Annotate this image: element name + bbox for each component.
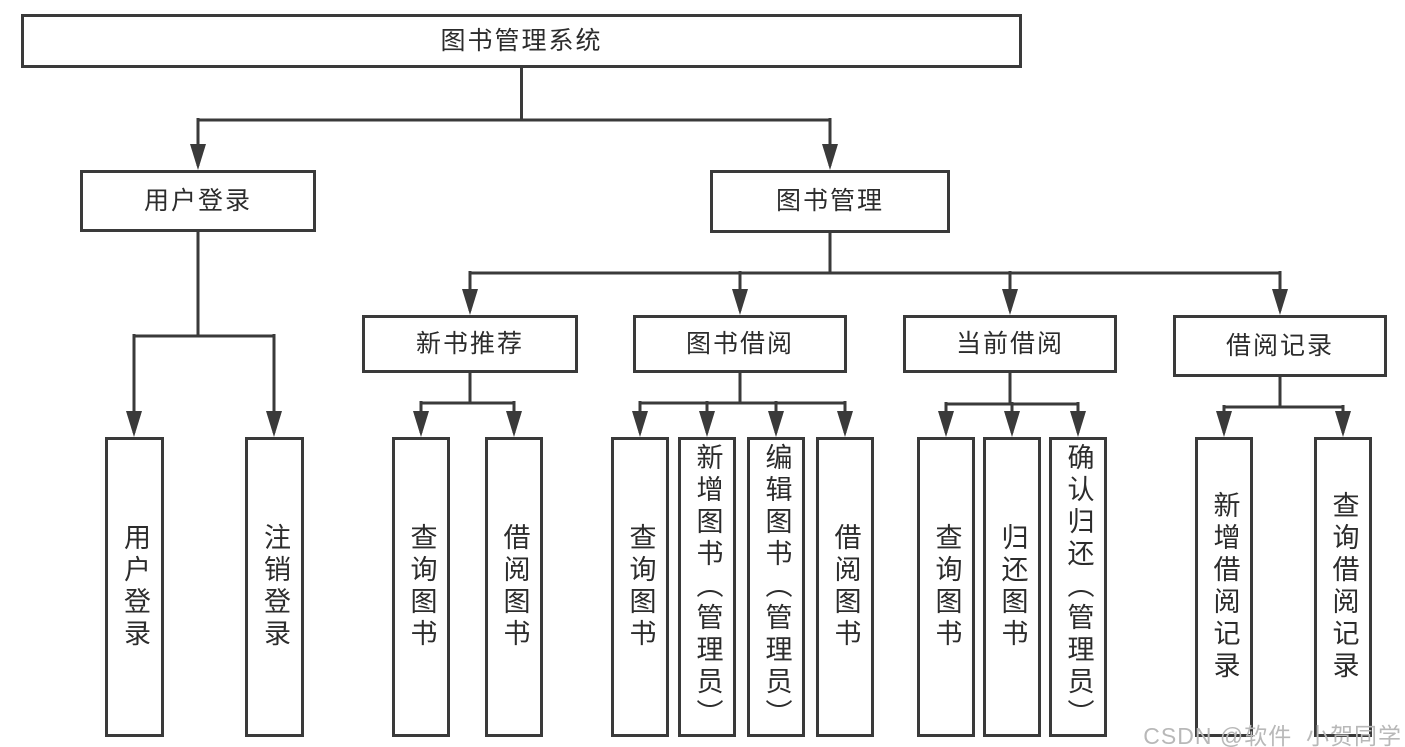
- leaf-confirm-return-admin: 确认归还（管理员）: [1049, 437, 1107, 737]
- leaf-user-login: 用户登录: [105, 437, 164, 737]
- leaf-user-login-label: 用户登录: [120, 523, 150, 651]
- node-book-borrow: 图书借阅: [633, 315, 847, 373]
- leaf-add-book-admin-label: 新增图书（管理员）: [692, 443, 723, 731]
- leaf-confirm-return-admin-label: 确认归还（管理员）: [1063, 443, 1094, 731]
- leaf-query-book-1: 查询图书: [392, 437, 450, 737]
- leaf-query-book-2: 查询图书: [611, 437, 669, 737]
- leaf-edit-book-admin-label: 编辑图书（管理员）: [761, 443, 792, 731]
- connector-root-to-level2: [190, 68, 838, 170]
- connector-new-book-children: [413, 373, 522, 437]
- leaf-borrow-book-2: 借阅图书: [816, 437, 874, 737]
- node-current-borrow-label: 当前借阅: [955, 329, 1064, 358]
- node-new-book-recommend: 新书推荐: [362, 315, 578, 373]
- connector-book-management-children: [462, 233, 1288, 315]
- node-borrow-record: 借阅记录: [1173, 315, 1387, 377]
- leaf-return-book-label: 归还图书: [997, 523, 1028, 651]
- leaf-edit-book-admin: 编辑图书（管理员）: [747, 437, 805, 737]
- node-current-borrow: 当前借阅: [903, 315, 1117, 373]
- leaf-query-borrow-record-label: 查询借阅记录: [1328, 491, 1359, 683]
- leaf-logout: 注销登录: [245, 437, 304, 737]
- leaf-add-book-admin: 新增图书（管理员）: [678, 437, 736, 737]
- node-user-login: 用户登录: [80, 170, 316, 232]
- node-book-borrow-label: 图书借阅: [685, 329, 794, 358]
- leaf-query-book-3-label: 查询图书: [931, 523, 962, 651]
- leaf-borrow-book-2-label: 借阅图书: [830, 523, 861, 651]
- leaf-add-borrow-record-label: 新增借阅记录: [1209, 491, 1240, 683]
- leaf-return-book: 归还图书: [983, 437, 1041, 737]
- node-user-login-label: 用户登录: [143, 186, 252, 215]
- connector-book-borrow-children: [632, 373, 853, 437]
- leaf-borrow-book-1: 借阅图书: [485, 437, 543, 737]
- leaf-query-book-1-label: 查询图书: [406, 523, 437, 651]
- connector-user-login-children: [126, 232, 282, 437]
- node-book-management-label: 图书管理: [775, 187, 884, 215]
- leaf-add-borrow-record: 新增借阅记录: [1195, 437, 1253, 737]
- node-book-management: 图书管理: [710, 170, 950, 233]
- leaf-query-book-2-label: 查询图书: [625, 523, 656, 651]
- node-borrow-record-label: 借阅记录: [1225, 331, 1334, 360]
- watermark: CSDN @软件_小贺同学: [1143, 723, 1402, 747]
- node-root-library-system: 图书管理系统: [21, 14, 1022, 68]
- connector-current-borrow-children: [938, 373, 1086, 437]
- connector-borrow-record-children: [1216, 377, 1351, 437]
- leaf-borrow-book-1-label: 借阅图书: [499, 523, 530, 651]
- leaf-query-borrow-record: 查询借阅记录: [1314, 437, 1372, 737]
- leaf-query-book-3: 查询图书: [917, 437, 975, 737]
- leaf-logout-label: 注销登录: [260, 523, 290, 651]
- node-root-label: 图书管理系统: [440, 26, 603, 55]
- node-new-book-recommend-label: 新书推荐: [415, 329, 524, 358]
